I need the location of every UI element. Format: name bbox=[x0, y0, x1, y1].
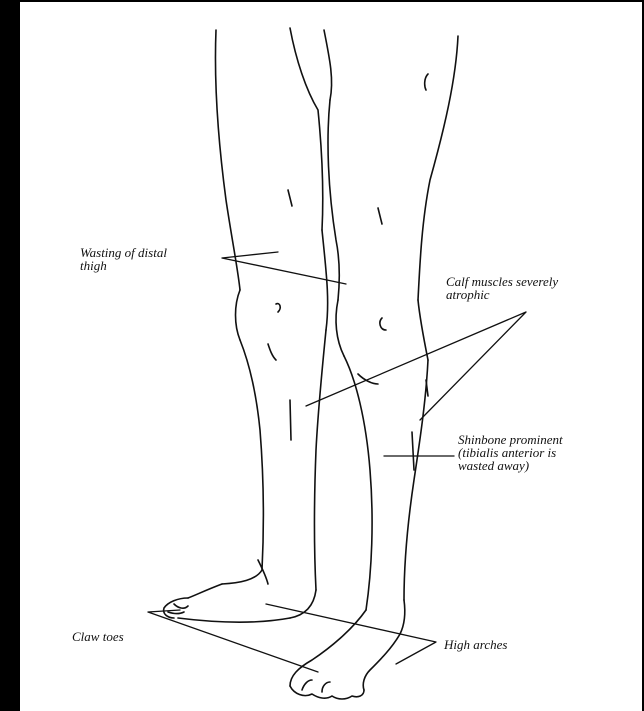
right-leg bbox=[290, 30, 458, 699]
left-ankle-back bbox=[222, 570, 262, 584]
left-thigh-inner bbox=[290, 28, 323, 230]
right-upper-detail bbox=[378, 74, 428, 396]
label-high-arches: High arches bbox=[444, 638, 507, 651]
left-thigh-detail bbox=[288, 190, 292, 206]
right-knee-outer bbox=[418, 300, 428, 360]
left-knee-detail bbox=[268, 304, 280, 360]
right-thigh-inner bbox=[328, 100, 339, 300]
label-claw-toes: Claw toes bbox=[72, 630, 124, 643]
left-foot-sole bbox=[178, 618, 290, 622]
right-knee-inner bbox=[336, 300, 344, 356]
leader-calf-atrophic bbox=[306, 312, 526, 420]
label-shinbone: Shinbone prominent (tibialis anterior is… bbox=[458, 433, 563, 472]
right-toes bbox=[290, 680, 364, 699]
label-calf-line2: atrophic bbox=[446, 288, 558, 301]
left-shin-inner bbox=[315, 330, 327, 590]
label-wasting-line2: thigh bbox=[80, 259, 167, 272]
label-calf-muscles: Calf muscles severely atrophic bbox=[446, 275, 558, 301]
right-calf-inner bbox=[344, 356, 372, 610]
right-ankle bbox=[400, 600, 405, 634]
right-thigh-outer-back bbox=[324, 30, 332, 100]
left-thigh-outer bbox=[215, 30, 240, 290]
right-foot bbox=[290, 610, 366, 686]
right-shin-hatch bbox=[412, 432, 414, 470]
left-foot-top bbox=[188, 584, 222, 598]
left-toes bbox=[164, 598, 188, 618]
label-claw-line1: Claw toes bbox=[72, 630, 124, 643]
label-shin-line3: wasted away) bbox=[458, 459, 563, 472]
right-shin-outer bbox=[404, 360, 428, 600]
leader-high-arches bbox=[266, 604, 436, 664]
left-knee-outer bbox=[236, 290, 241, 340]
leader-claw-toes bbox=[148, 610, 318, 672]
right-thigh-outer bbox=[418, 36, 458, 300]
left-calf-outer bbox=[240, 340, 263, 570]
label-arches-line1: High arches bbox=[444, 638, 507, 651]
left-leg bbox=[164, 28, 328, 622]
label-wasting-thigh: Wasting of distal thigh bbox=[80, 246, 167, 272]
right-foot-side bbox=[363, 634, 400, 690]
